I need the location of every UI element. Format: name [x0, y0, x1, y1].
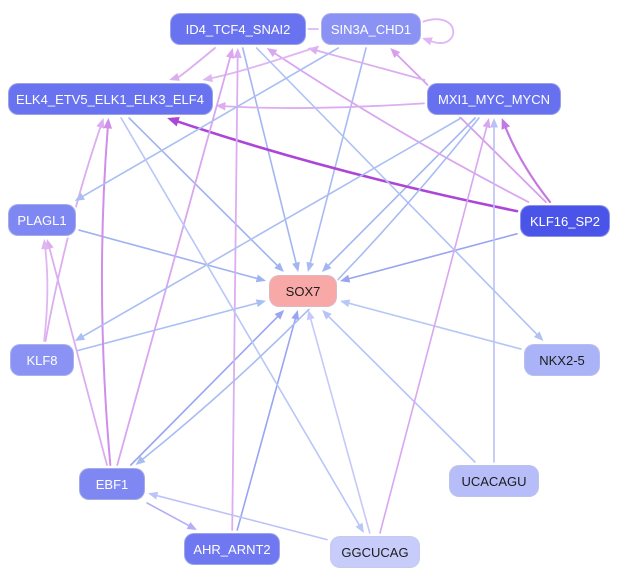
edge-mxi1-myc-mycn-to-id4-tcf4-snai2 — [307, 46, 426, 81]
node-plagl1[interactable]: PLAGL1 — [8, 204, 76, 236]
edge-elk4-etv5-elk1-elk3-elf4-to-ggcucag — [120, 117, 364, 533]
node-ggcucag[interactable]: GGCUCAG — [330, 536, 420, 568]
edge-sin3a-chd1-to-sox7 — [306, 47, 367, 272]
node-klf16-sp2[interactable]: KLF16_SP2 — [520, 205, 610, 237]
node-label: KLF16_SP2 — [529, 213, 601, 229]
node-label: NKX2-5 — [539, 352, 585, 368]
edge-klf8-to-plagl1 — [41, 239, 50, 342]
node-label: PLAGL1 — [17, 212, 67, 228]
edge-klf16-sp2-to-elk4-etv5-elk1-elk3-elf4 — [167, 117, 519, 213]
node-ucacagu[interactable]: UCACAGU — [449, 465, 539, 497]
edge-mxi1-myc-mycn-to-sox7 — [321, 117, 476, 272]
node-mxi1-myc-mycn[interactable]: MXI1_MYC_MYCN — [427, 83, 561, 115]
edge-mxi1-myc-mycn-to-klf8 — [74, 117, 462, 341]
edge-sin3a-chd1-to-sin3a-chd1 — [421, 18, 455, 46]
edge-sin3a-chd1-to-elk4-etv5-elk1-elk3-elf4 — [202, 45, 319, 83]
node-ahr-arnt2[interactable]: AHR_ARNT2 — [184, 533, 280, 565]
edge-klf8-to-sox7 — [76, 299, 266, 352]
edge-id4-tcf4-snai2-to-elk4-etv5-elk1-elk3-elf4 — [169, 47, 216, 81]
edge-ggcucag-to-mxi1-myc-mycn — [379, 118, 491, 534]
edge-elk4-etv5-elk1-elk3-elf4-to-sox7 — [128, 117, 284, 272]
edge-mxi1-myc-mycn-to-elk4-etv5-elk1-elk3-elf4 — [215, 102, 425, 111]
edge-id4-tcf4-snai2-to-nkx2-5 — [255, 47, 544, 341]
node-klf8[interactable]: KLF8 — [10, 344, 74, 376]
node-label: SIN3A_CHD1 — [330, 21, 412, 37]
edge-ebf1-to-id4-tcf4-snai2 — [116, 48, 235, 466]
node-sox7[interactable]: SOX7 — [269, 275, 337, 307]
node-label: UCACAGU — [461, 473, 527, 489]
node-label: KLF8 — [26, 352, 58, 368]
node-label: ELK4_ETV5_ELK1_ELK3_ELF4 — [16, 91, 204, 107]
edge-ggcucag-to-ebf1 — [148, 491, 328, 541]
node-ebf1[interactable]: EBF1 — [79, 468, 145, 500]
node-label: MXI1_MYC_MYCN — [438, 91, 550, 107]
edge-ahr-arnt2-to-id4-tcf4-snai2 — [231, 48, 242, 531]
node-sin3a-chd1[interactable]: SIN3A_CHD1 — [321, 13, 421, 45]
edge-id4-tcf4-snai2-to-sox7 — [241, 47, 300, 272]
node-label: EBF1 — [95, 476, 129, 492]
node-label: ID4_TCF4_SNAI2 — [185, 21, 291, 37]
edge-ebf1-to-sox7 — [130, 310, 285, 466]
edge-ucacagu-to-sox7 — [322, 310, 476, 463]
edge-ebf1-to-ahr-arnt2 — [146, 502, 197, 530]
node-id4-tcf4-snai2[interactable]: ID4_TCF4_SNAI2 — [170, 13, 306, 45]
edge-plagl1-to-sox7 — [78, 229, 266, 283]
node-elk4-etv5-elk1-elk3-elf4[interactable]: ELK4_ETV5_ELK1_ELK3_ELF4 — [7, 83, 213, 115]
node-label: AHR_ARNT2 — [193, 541, 271, 557]
node-label: GGCUCAG — [341, 544, 409, 560]
edge-ucacagu-to-mxi1-myc-mycn — [490, 118, 498, 463]
node-nkx2-5[interactable]: NKX2-5 — [524, 344, 600, 376]
edge-ebf1-to-elk4-etv5-elk1-elk3-elf4 — [100, 118, 113, 466]
edge-klf16-sp2-to-mxi1-myc-mycn — [501, 118, 552, 204]
node-label: SOX7 — [285, 283, 321, 299]
edge-klf16-sp2-to-sox7 — [340, 233, 518, 283]
edge-sin3a-chd1-to-plagl1 — [74, 47, 340, 201]
edge-ahr-arnt2-to-sox7 — [236, 310, 300, 531]
edge-ggcucag-to-sox7 — [306, 310, 371, 534]
